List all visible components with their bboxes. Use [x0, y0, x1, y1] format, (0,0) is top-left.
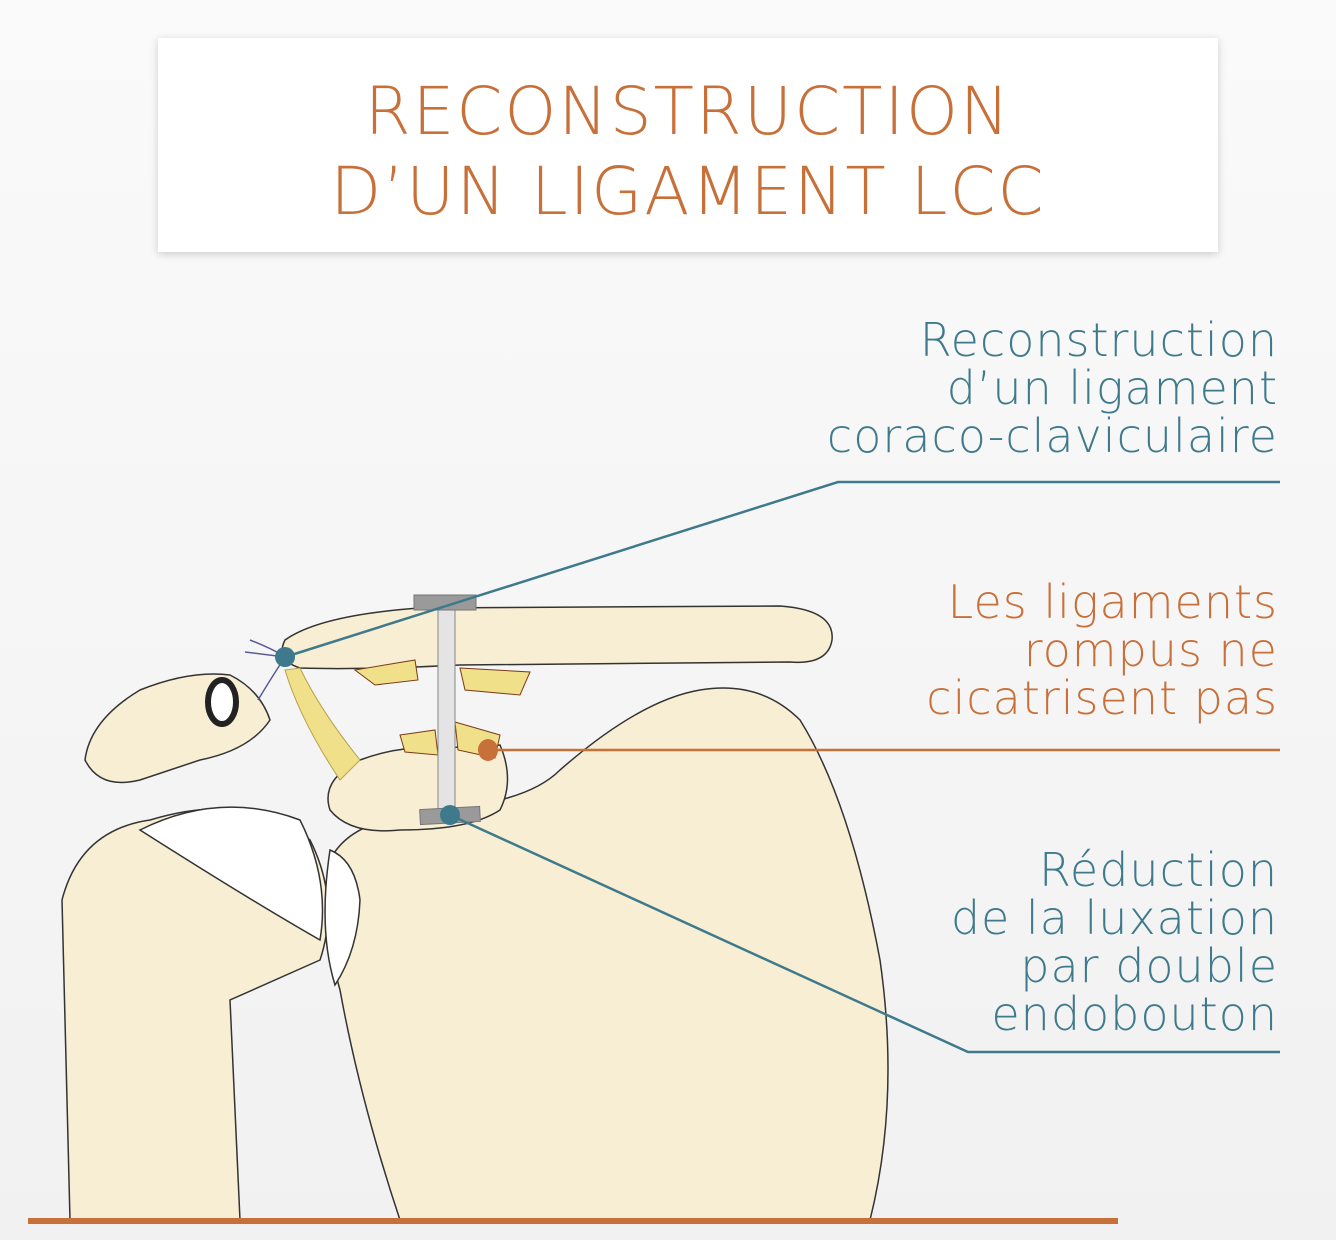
- title-box: RECONSTRUCTION D’UN LIGAMENT LCC: [158, 38, 1218, 252]
- leader-line-reconstruction: [284, 480, 1280, 659]
- endobutton-rod: [437, 604, 456, 816]
- marker-torn-ligaments: [478, 739, 498, 761]
- torn-ligament-lower-left: [399, 729, 439, 756]
- annotation-line: cicatrisent pas: [926, 671, 1278, 725]
- annotation-torn-ligaments: Les ligaments rompus ne cicatrisent pas: [926, 578, 1278, 722]
- torn-ligament-upper-right: [459, 667, 531, 696]
- bottom-divider: [28, 1218, 1118, 1224]
- endobutton-top: [413, 594, 477, 611]
- annotation-line: Les ligaments: [947, 575, 1278, 629]
- annotation-line: rompus ne: [1023, 623, 1278, 677]
- marker-reduction: [440, 805, 460, 825]
- torn-ligament-upper-left: [353, 659, 419, 686]
- clavicle-cross-section: [205, 677, 239, 727]
- glenoid-cartilage: [324, 848, 361, 987]
- humeral-head-cartilage: [138, 806, 324, 942]
- title-line-2: D’UN LIGAMENT LCC: [330, 153, 1046, 230]
- leader-line-reduction: [449, 813, 1280, 1054]
- annotation-line: coraco-claviculaire: [826, 409, 1278, 463]
- annotation-reduction: Réduction de la luxation par double endo…: [951, 846, 1278, 1038]
- ligament-graft: [284, 667, 361, 781]
- annotation-line: Reconstruction: [919, 313, 1278, 367]
- annotation-line: d’un ligament: [946, 361, 1278, 415]
- annotation-line: Réduction: [1039, 843, 1278, 897]
- annotation-line: endobouton: [991, 987, 1278, 1041]
- acromion: [84, 673, 271, 784]
- annotation-reconstruction: Reconstruction d’un ligament coraco-clav…: [827, 316, 1278, 460]
- clavicle: [281, 605, 833, 670]
- marker-reconstruction: [275, 647, 295, 667]
- annotation-line: par double: [1020, 939, 1278, 993]
- annotation-line: de la luxation: [950, 891, 1278, 945]
- title-line-1: RECONSTRUCTION: [364, 73, 1012, 150]
